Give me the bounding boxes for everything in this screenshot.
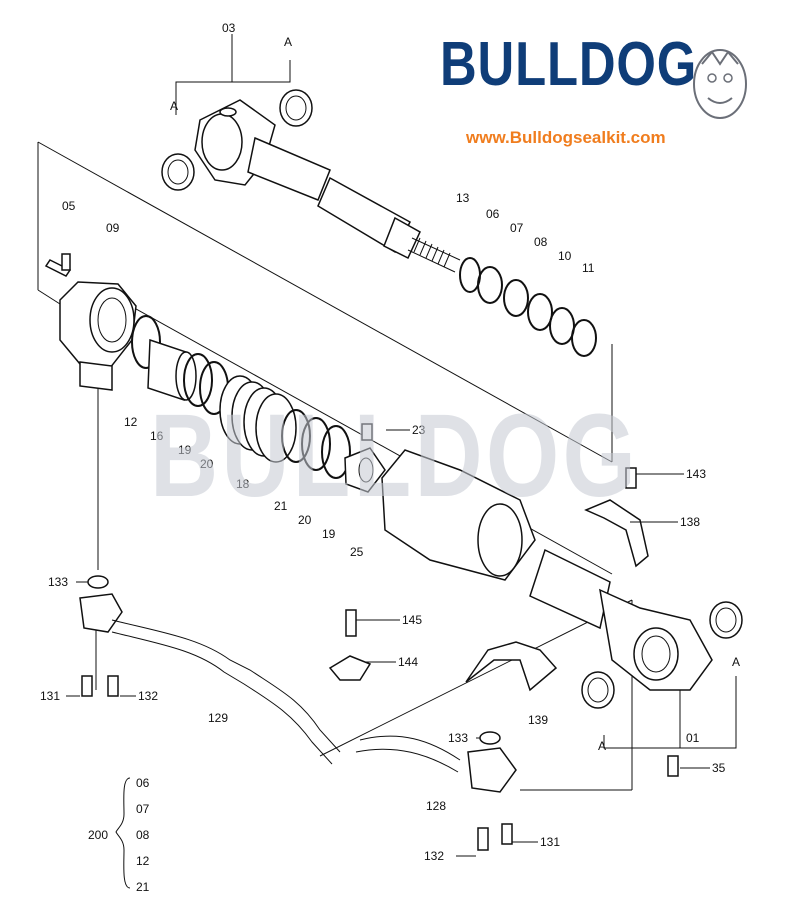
label-143: 143 (686, 467, 706, 481)
label-a-1: A (284, 35, 292, 49)
pipe-128 (355, 735, 517, 793)
bushing-a-top (161, 89, 313, 191)
label-133-b: 133 (448, 731, 468, 745)
label-11: 11 (582, 261, 595, 275)
group-item: 06 (136, 776, 150, 790)
label-145: 145 (402, 613, 422, 627)
o-ring-133-left (87, 575, 109, 589)
cylinder-tube-01 (381, 449, 713, 691)
label-a-2: A (170, 99, 178, 113)
label-05: 05 (62, 199, 76, 213)
label-01: 01 (686, 731, 700, 745)
label-a-4: A (598, 739, 606, 753)
label-139: 139 (528, 713, 548, 727)
group-item: 12 (136, 854, 150, 868)
clamp-144 (328, 655, 372, 681)
label-19-b: 19 (322, 527, 336, 541)
label-06: 06 (486, 207, 500, 221)
label-23: 23 (412, 423, 426, 437)
bushing-a-bottom (581, 601, 743, 709)
group-item: 08 (136, 828, 150, 842)
label-09: 09 (106, 221, 120, 235)
label-08: 08 (534, 235, 548, 249)
group-item: 21 (136, 880, 150, 894)
group-code: 200 (88, 828, 109, 842)
label-35: 35 (712, 761, 726, 775)
label-132-b: 132 (424, 849, 444, 863)
label-10: 10 (558, 249, 572, 263)
bolts (61, 253, 679, 851)
label-132-a: 132 (138, 689, 158, 703)
label-19-a: 19 (178, 443, 192, 457)
label-131-a: 131 (40, 689, 60, 703)
piston-rod-03 (194, 99, 461, 273)
o-ring-133-right (479, 731, 501, 745)
label-144: 144 (398, 655, 418, 669)
clamp-139 (465, 641, 558, 692)
label-07: 07 (510, 221, 524, 235)
label-12: 12 (124, 415, 138, 429)
label-128: 128 (426, 799, 446, 813)
clamp-138 (584, 499, 649, 568)
bracket-a-bottom (603, 676, 737, 749)
watermark-text: BULLDOG (150, 390, 640, 522)
label-18: 18 (236, 477, 250, 491)
group-item: 07 (136, 802, 150, 816)
label-138: 138 (680, 515, 700, 529)
group-brace (115, 777, 131, 889)
brand-url: www.Bulldogsealkit.com (466, 128, 666, 147)
brand-logo-text: BULLDOG (440, 30, 698, 99)
label-20-a: 20 (200, 457, 214, 471)
piston-18 (219, 375, 386, 493)
label-131-b: 131 (540, 835, 560, 849)
label-25: 25 (350, 545, 364, 559)
label-129: 129 (208, 711, 228, 725)
label-21: 21 (274, 499, 288, 513)
cylinder-head-09 (44, 259, 137, 391)
label-133-a: 133 (48, 575, 68, 589)
label-13: 13 (456, 191, 470, 205)
label-20-b: 20 (298, 513, 312, 527)
part-labels: 03 A A 05 09 13 06 07 08 10 11 12 16 19 … (40, 21, 740, 863)
label-16: 16 (150, 429, 164, 443)
bulldog-logo-icon (693, 49, 747, 119)
leader-lines (66, 429, 710, 857)
rod-seal-rings (459, 257, 597, 357)
bracket-a-top (175, 34, 291, 115)
label-03: 03 (222, 21, 236, 35)
pipe-129 (79, 593, 341, 765)
label-a-3: A (732, 655, 740, 669)
